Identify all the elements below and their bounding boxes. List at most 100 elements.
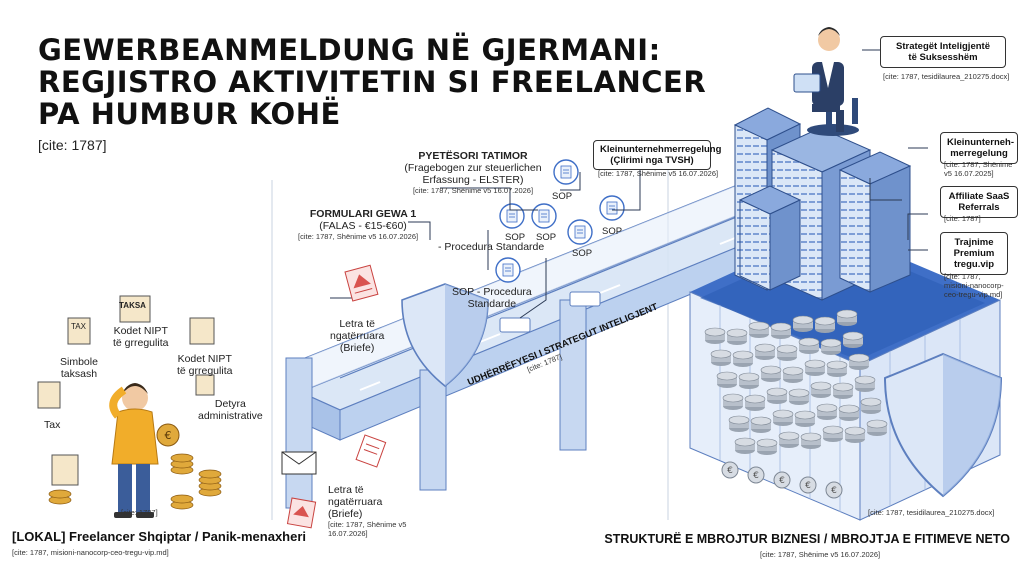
sop-doc-icon — [553, 159, 579, 185]
coin-icon — [844, 426, 866, 443]
coin-icon — [782, 366, 804, 383]
sop-label-4: SOP — [572, 248, 593, 259]
sop-doc-icon — [567, 219, 593, 245]
coin-icon — [866, 419, 888, 436]
coin-icon — [748, 321, 770, 338]
coin-icon — [766, 387, 788, 404]
svg-text:€: € — [805, 481, 811, 491]
trajnime-cite: [cite: 1787, misioni-nanocorp- ceo-tregu… — [944, 272, 1004, 299]
coin-icon — [728, 415, 750, 432]
label-detyra: Detyra administrative — [198, 398, 263, 422]
klein2-cite: [cite: 1787, Shënime v5 16.07.2025] — [944, 160, 1013, 178]
sop-doc-icon — [495, 257, 521, 283]
coin-icon — [770, 322, 792, 339]
svg-text:€: € — [831, 486, 837, 496]
strateget-box: Strategët Inteligjentë të Suksesshëm — [880, 36, 1006, 68]
sop-label-3: SOP — [536, 232, 557, 243]
coin-icon — [750, 416, 772, 433]
svg-text:€: € — [753, 471, 759, 481]
letra-bottom-label: Letra të ngatërruara (Briefe) [cite: 178… — [328, 484, 407, 538]
title-cite: [cite: 1787] — [38, 137, 107, 153]
right-caption: STRUKTURË E MBROJTUR BIZNESI / MBROJTJA … — [604, 532, 1010, 546]
coin-icon: € — [799, 476, 817, 494]
office-buildings — [733, 107, 912, 301]
businessman-figure — [793, 27, 859, 136]
coin-icon: € — [773, 471, 791, 489]
coin-icon — [726, 328, 748, 345]
affiliate-cite: [cite: 1787] — [944, 214, 981, 223]
letter-docs — [281, 264, 387, 529]
right-caption-cite: [cite: 1787, Shënime v5 16.07.2026] — [760, 550, 881, 559]
coin-stacks: € € € € € — [704, 309, 888, 499]
coin-icon: € — [721, 461, 739, 479]
strateget-cite: [cite: 1787, tesidilaurea_210275.docx] — [883, 72, 1010, 81]
gold-coin-icon — [198, 469, 222, 479]
coin-icon — [820, 338, 842, 355]
procedura-label-1: - Procedura Standarde — [438, 241, 545, 253]
vault-cite: [cite: 1787, tesidilaurea_210275.docx] — [868, 508, 995, 517]
coin-icon — [838, 404, 860, 421]
shield-middle — [401, 283, 489, 388]
coin-icon — [842, 331, 864, 348]
sop-doc-icon — [499, 203, 525, 229]
gewa-title: FORMULARI GEWA 1 — [309, 208, 417, 220]
coin-icon — [848, 353, 870, 370]
coin-icon — [734, 437, 756, 454]
coin-icon — [722, 393, 744, 410]
kleinunternehmer-cite: [cite: 1787, Shënime v5 16.07.2026] — [598, 169, 719, 178]
left-panel-cite: [cite: 1787] — [121, 508, 158, 517]
coin-icon — [788, 388, 810, 405]
coin-icon — [760, 365, 782, 382]
title-line-3: PA HUMBUR KOHË — [38, 97, 341, 131]
coin-icon: € — [747, 466, 765, 484]
shield-right — [883, 352, 1003, 498]
coin-icon — [798, 337, 820, 354]
sop-label-1: SOP — [552, 191, 573, 202]
coin-icon: € — [825, 481, 843, 499]
left-docs — [37, 295, 215, 486]
coin-icon — [822, 425, 844, 442]
sop-doc-icon — [531, 203, 557, 229]
sop-label-2: SOP — [505, 232, 526, 243]
coin-icon — [756, 438, 778, 455]
taksa-doc-label: TAKSA — [119, 301, 146, 310]
coin-icon — [800, 432, 822, 449]
coin-icon — [816, 403, 838, 420]
klein2-box: Kleinunterneh- merregelung — [940, 132, 1018, 164]
coin-icon — [804, 359, 826, 376]
title-line-2: REGJISTRO AKTIVITETIN SI FREELANCER — [38, 65, 707, 99]
letra-top-label: Letra të ngatërruara (Briefe) — [330, 318, 385, 354]
label-kodet-2: Kodet NIPT të grregulita — [177, 353, 233, 377]
freelancer-figure: € — [109, 383, 180, 518]
left-caption: [LOKAL] Freelancer Shqiptar / Panik-mena… — [12, 529, 307, 544]
gewa-subtitle: (FALAS - €15-€60) — [319, 220, 407, 232]
gewa-cite: [cite: 1787, Shënime v5 16.07.2026] — [298, 232, 419, 241]
sop-label-5: SOP — [602, 226, 623, 237]
coin-icon — [704, 327, 726, 344]
procedura-label-2: SOP - Procedura Standarde — [452, 286, 532, 310]
coin-icon — [854, 375, 876, 392]
label-simbole: Simbole taksash — [60, 356, 98, 380]
coin-icon — [826, 360, 848, 377]
title-line-1: GEWERBEANMELDUNG NË GJERMANI: — [38, 33, 661, 67]
coin-icon — [738, 372, 760, 389]
coin-icon — [732, 350, 754, 367]
left-coins — [48, 453, 222, 510]
coin-icon — [710, 349, 732, 366]
label-tax: Tax — [44, 419, 61, 431]
coin-icon — [836, 309, 858, 326]
left-caption-cite: [cite: 1787, misioni-nanocorp-ceo-tregu-… — [12, 548, 169, 557]
kleinunternehmer-box: Kleinunternehmerregelung (Çlirimi nga TV… — [593, 140, 721, 170]
coin-icon — [810, 381, 832, 398]
coin-icon — [772, 409, 794, 426]
coin-icon — [744, 394, 766, 411]
pyetesori-label: PYETËSORI TATIMOR (Fragebogen zur steuer… — [398, 150, 548, 195]
gewa-form-label: FORMULARI GEWA 1 (FALAS - €15-€60) [cite… — [298, 208, 418, 241]
sop-doc-icon — [599, 195, 625, 221]
coin-icon — [792, 315, 814, 332]
coin-icon — [832, 382, 854, 399]
svg-text:€: € — [727, 466, 733, 476]
coin-icon — [754, 343, 776, 360]
